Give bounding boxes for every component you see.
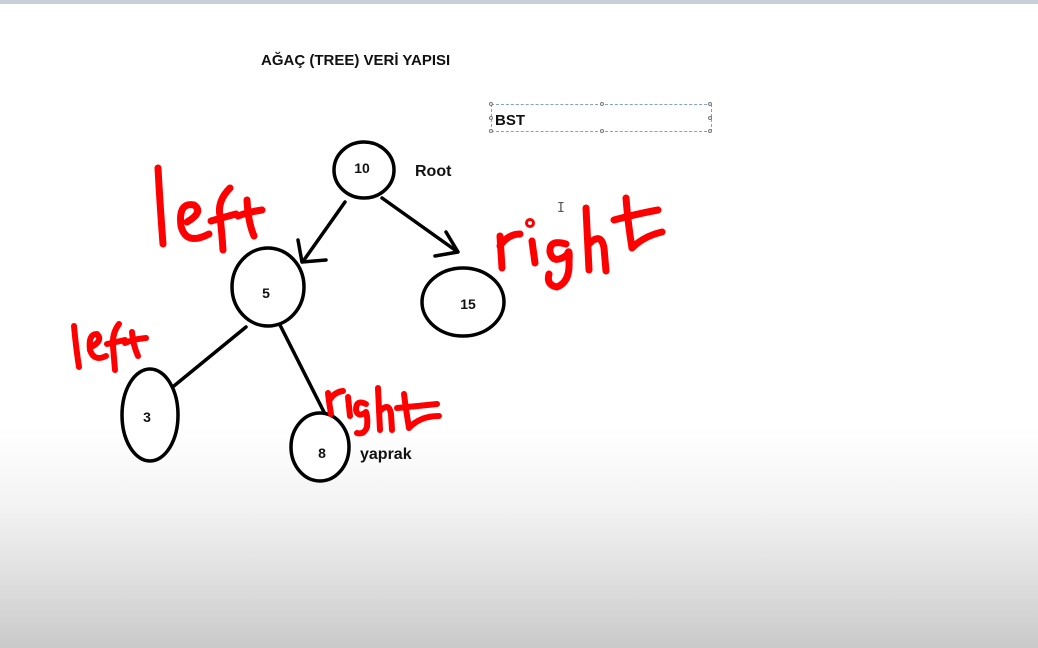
leaf-label: yaprak (360, 446, 412, 463)
tree-node-3: 3 (120, 367, 180, 463)
tree-node-15: 15 (420, 266, 506, 338)
resize-handle-top-right[interactable] (708, 102, 712, 106)
edge-10-to-15 (380, 196, 457, 252)
tree-node-5: 5 (230, 246, 306, 328)
root-label: Root (415, 163, 452, 180)
edge-5-to-3 (167, 325, 248, 392)
node-label-10: 10 (354, 160, 370, 176)
arrowhead-15-icon (433, 230, 460, 258)
resize-handle-bottom-middle[interactable] (600, 129, 604, 133)
node-circle-10 (332, 140, 396, 200)
edge-10-to-5 (302, 200, 347, 262)
node-label-15: 15 (460, 296, 476, 312)
annotation-right-small (325, 385, 442, 437)
tree-edges (167, 196, 460, 420)
edge-5-to-8 (278, 323, 329, 420)
page-title: AĞAÇ (TREE) VERİ YAPISI (261, 52, 451, 69)
window-top-border (0, 0, 1038, 4)
tree-node-8: 8 (289, 411, 351, 483)
node-circle-5 (230, 246, 306, 328)
annotation-left-large (154, 164, 266, 254)
resize-handle-middle-left[interactable] (489, 116, 493, 120)
annotation-left-small (71, 321, 149, 373)
node-label-3: 3 (143, 409, 151, 425)
resize-handle-bottom-right[interactable] (708, 129, 712, 133)
node-label-8: 8 (318, 445, 326, 461)
bst-text: BST (495, 112, 525, 129)
node-circle-3 (120, 367, 180, 463)
node-circle-8 (289, 411, 351, 483)
tree-node-10: 10 (332, 140, 396, 200)
resize-handle-middle-right[interactable] (708, 116, 712, 120)
arrowhead-5-icon (296, 238, 328, 264)
tree-nodes: 10 5 15 3 8 (120, 140, 506, 483)
node-circle-15 (420, 266, 506, 338)
node-label-5: 5 (262, 285, 270, 301)
resize-handle-top-left[interactable] (489, 102, 493, 106)
resize-handle-top-middle[interactable] (600, 102, 604, 106)
bst-text-box[interactable]: BST (489, 102, 712, 133)
annotation-right-large (496, 194, 666, 291)
text-cursor-icon: I (557, 201, 565, 216)
resize-handle-bottom-left[interactable] (489, 129, 493, 133)
